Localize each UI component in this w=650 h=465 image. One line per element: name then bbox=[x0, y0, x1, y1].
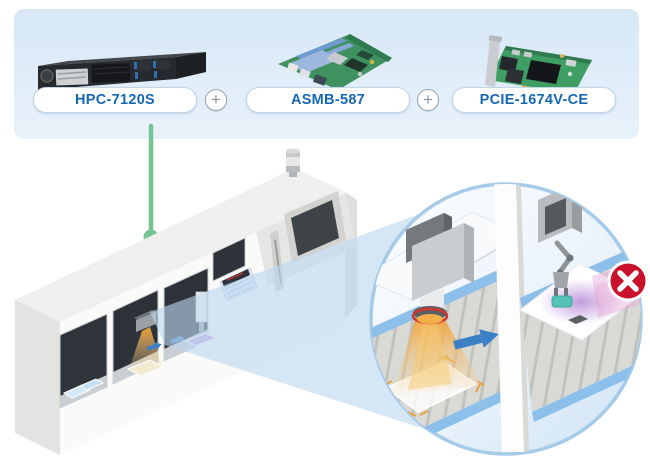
product-label-text: ASMB-587 bbox=[290, 92, 366, 108]
signal-tower-icon bbox=[286, 148, 300, 177]
product-label-text: HPC-7120S bbox=[74, 92, 156, 108]
plus-icon: + bbox=[205, 89, 227, 111]
magnifier-detail bbox=[369, 182, 649, 456]
plus-icon: + bbox=[417, 89, 439, 111]
flow-arrow-icon bbox=[453, 329, 499, 350]
product-label-text: PCIE-1674V-CE bbox=[479, 92, 589, 108]
product-label-pcie-1674v-ce[interactable]: PCIE-1674V-CE bbox=[452, 87, 616, 113]
machine-window-trays bbox=[59, 313, 108, 409]
pcie-frame-grabber-card-image[interactable] bbox=[485, 35, 592, 94]
machine-monitor bbox=[256, 191, 357, 292]
product-label-hpc-7120s[interactable]: HPC-7120S bbox=[33, 87, 197, 113]
product-label-asmb-587[interactable]: ASMB-587 bbox=[246, 87, 410, 113]
rackmount-server-image[interactable] bbox=[38, 52, 206, 90]
inspection-camera-icon bbox=[406, 213, 474, 325]
reject-x-icon bbox=[607, 260, 649, 302]
connector-line bbox=[143, 123, 159, 245]
machine-window-camera bbox=[112, 289, 165, 385]
server-motherboard-image[interactable] bbox=[278, 34, 392, 90]
machine-screen-panel bbox=[212, 237, 246, 282]
